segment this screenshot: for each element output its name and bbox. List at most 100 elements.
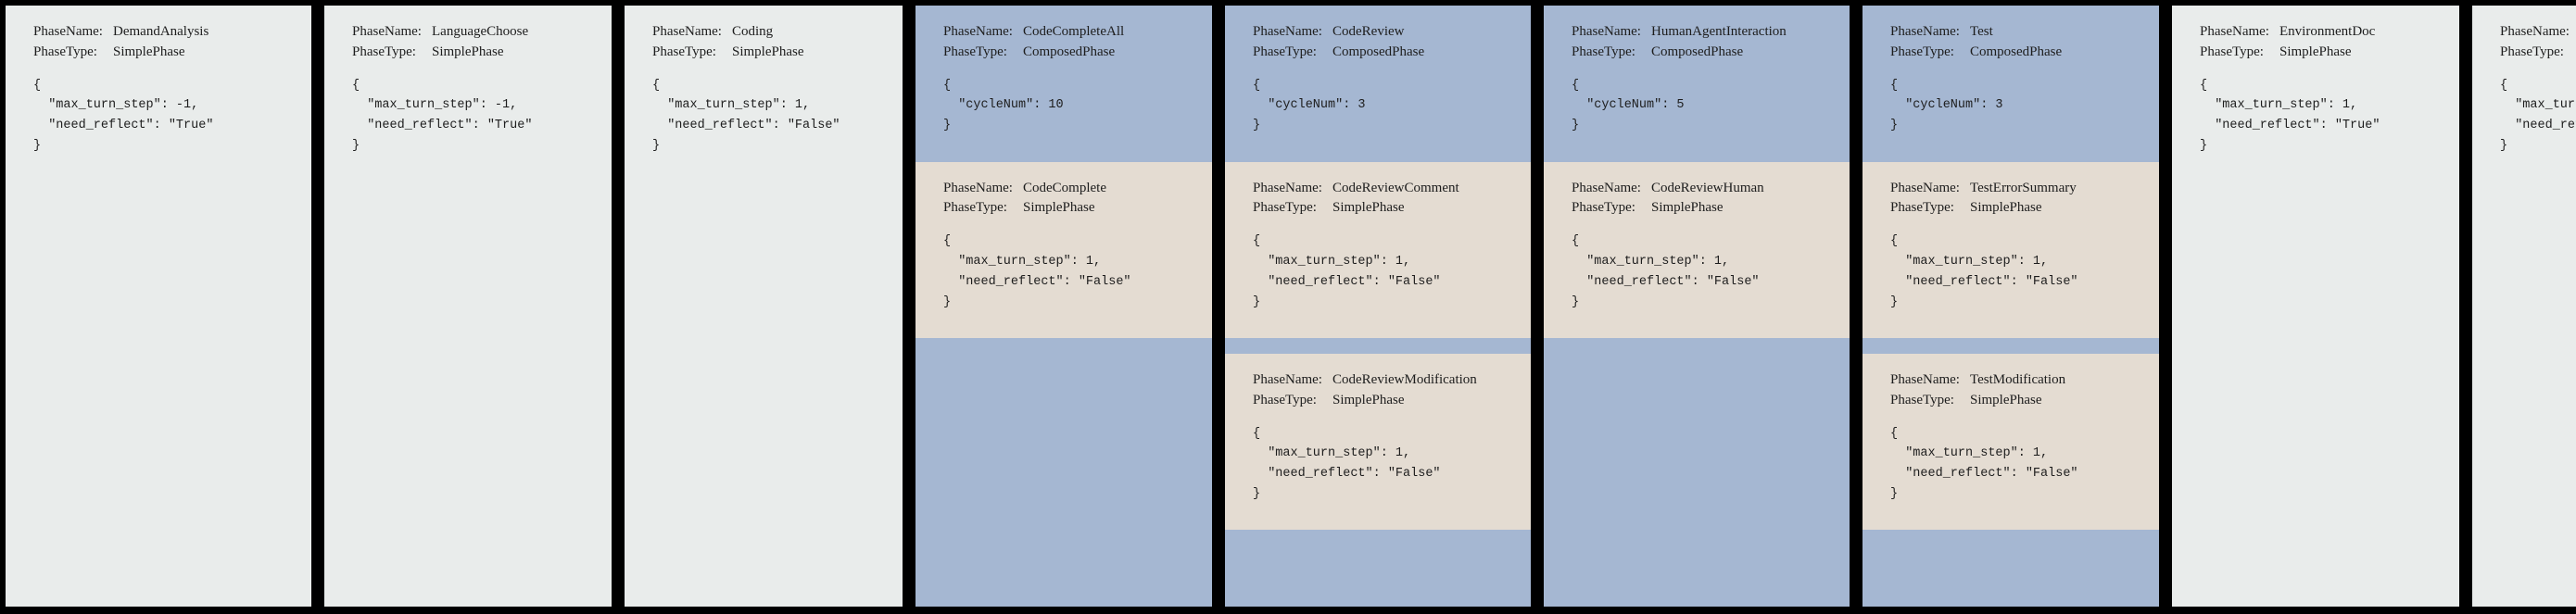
phase-name-label: PhaseName: bbox=[1890, 24, 1960, 39]
phase-config-json: { "cycleNum": 10 } bbox=[943, 78, 1064, 133]
sub-phase-divider bbox=[1863, 338, 2159, 355]
phase-name-label: PhaseName: bbox=[652, 24, 722, 39]
phase-header-panel[interactable]: PhaseName:ManualPhaseType:SimplePhase { "… bbox=[2472, 6, 2576, 182]
phase-config-json: { "max_turn_step": 1, "need_reflect": "F… bbox=[1890, 426, 2078, 502]
phase-name-label: PhaseName: bbox=[2500, 24, 2570, 39]
phase-type-value: SimplePhase bbox=[2279, 44, 2352, 59]
phase-name-value: CodeReviewComment bbox=[1332, 180, 1459, 195]
phase-type-label-row: PhaseType:SimplePhase bbox=[33, 43, 311, 63]
phase-config-json: { "max_turn_step": 1, "need_reflect": "F… bbox=[943, 234, 1131, 309]
phase-type-value: ComposedPhase bbox=[1651, 44, 1744, 59]
phase-name-value: HumanAgentInteraction bbox=[1651, 24, 1787, 39]
phase-type-label-row: PhaseType: ComposedPhase bbox=[1572, 43, 1850, 63]
phase-name-label-row: PhaseName:Manual bbox=[2500, 22, 2576, 43]
phase-config-json: { "max_turn_step": 1, "need_reflect": "T… bbox=[2200, 78, 2380, 154]
phase-name-label: PhaseName: bbox=[1572, 24, 1641, 39]
phase-type-value: SimplePhase bbox=[1332, 200, 1405, 216]
sub-phase-divider bbox=[1225, 338, 1531, 355]
phase-type-label-row: PhaseType:SimplePhase bbox=[2200, 43, 2459, 63]
phase-type-label: PhaseType: bbox=[2500, 44, 2564, 59]
phase-type-label: PhaseType: bbox=[1890, 392, 1954, 407]
phase-type-value: SimplePhase bbox=[1651, 200, 1724, 216]
phase-column[interactable]: PhaseName:ManualPhaseType:SimplePhase { "… bbox=[2472, 6, 2576, 607]
phase-type-label: PhaseType: bbox=[33, 44, 97, 59]
phase-type-label: PhaseType: bbox=[652, 44, 716, 59]
phase-config-json: { "cycleNum": 5 } bbox=[1572, 78, 1685, 133]
simple-phase-fill bbox=[2472, 182, 2576, 607]
phase-name-value: CodeCompleteAll bbox=[1023, 24, 1125, 39]
phase-name-label: PhaseName: bbox=[1890, 180, 1960, 195]
phase-name-label: PhaseName: bbox=[33, 24, 103, 39]
phase-type-label-row: PhaseType: ComposedPhase bbox=[943, 43, 1212, 63]
phase-type-label: PhaseType: bbox=[1572, 44, 1635, 59]
phase-config-json: { "max_turn_step": 1, "need_reflect": "F… bbox=[652, 78, 840, 154]
phase-type-label-row: PhaseType:ComposedPhase bbox=[1890, 43, 2159, 63]
phase-name-value: TestErrorSummary bbox=[1970, 180, 2077, 195]
phase-type-value: SimplePhase bbox=[732, 44, 804, 59]
phase-type-value: ComposedPhase bbox=[1023, 44, 1116, 59]
phase-name-label: PhaseName: bbox=[2200, 24, 2269, 39]
phase-type-label-row: PhaseType:SimplePhase bbox=[1253, 198, 1531, 219]
phase-type-value: SimplePhase bbox=[1332, 392, 1405, 407]
phase-name-label-row: PhaseName: HumanAgentInteraction bbox=[1572, 22, 1850, 43]
phase-type-label-row: PhaseType:SimplePhase bbox=[943, 198, 1212, 219]
phase-type-label: PhaseType: bbox=[943, 44, 1007, 59]
phase-type-label-row: PhaseType:SimplePhase bbox=[2500, 43, 2576, 63]
phase-type-label: PhaseType: bbox=[1890, 44, 1954, 59]
phase-type-value: SimplePhase bbox=[432, 44, 504, 59]
phase-type-label: PhaseType: bbox=[943, 200, 1007, 216]
phase-name-label-row: PhaseName: CodeReviewModification bbox=[1253, 370, 1531, 391]
phase-name-label-row: PhaseName:Test bbox=[1890, 22, 2159, 43]
phase-type-label-row: PhaseType:SimplePhase bbox=[1253, 391, 1531, 411]
simple-phase-fill bbox=[6, 182, 311, 607]
phase-name-value: Coding bbox=[732, 24, 774, 39]
phase-name-label: PhaseName: bbox=[1572, 180, 1641, 195]
phase-type-label-row: PhaseType:SimplePhase bbox=[1890, 198, 2159, 219]
phase-config-json: { "cycleNum": 3 } bbox=[1253, 78, 1366, 133]
phase-config-json: { "max_turn_step": -1, "need_reflect": "… bbox=[33, 78, 214, 154]
phase-name-label: PhaseName: bbox=[943, 180, 1013, 195]
phase-type-label-row: PhaseType:SimplePhase bbox=[352, 43, 612, 63]
phase-name-label-row: PhaseName:CodeCompleteAll bbox=[943, 22, 1212, 43]
phase-name-value: CodeReviewHuman bbox=[1651, 180, 1764, 195]
phase-name-label-row: PhaseName:DemandAnalysis bbox=[33, 22, 311, 43]
phase-name-label: PhaseName: bbox=[1253, 372, 1322, 388]
phase-type-value: ComposedPhase bbox=[1332, 44, 1425, 59]
phase-name-value: EnvironmentDoc bbox=[2279, 24, 2376, 39]
phase-name-value: LanguageChoose bbox=[432, 24, 529, 39]
phase-type-label-row: PhaseType: SimplePhase bbox=[652, 43, 903, 63]
composed-phase-fill bbox=[1225, 530, 1531, 607]
phase-config-json: { "max_turn_step": 1, "need_reflect": "F… bbox=[2500, 78, 2576, 154]
phase-name-label-row: PhaseName:LanguageChoose bbox=[352, 22, 612, 43]
phase-config-json: { "max_turn_step": -1, "need_reflect": "… bbox=[352, 78, 533, 154]
phase-type-value: SimplePhase bbox=[1970, 392, 2042, 407]
simple-phase-fill bbox=[625, 182, 903, 607]
phase-name-value: CodeReview bbox=[1332, 24, 1405, 39]
composed-phase-fill bbox=[1544, 338, 1850, 607]
phase-type-label: PhaseType: bbox=[1253, 44, 1317, 59]
phase-name-value: CodeReviewModification bbox=[1332, 372, 1477, 388]
